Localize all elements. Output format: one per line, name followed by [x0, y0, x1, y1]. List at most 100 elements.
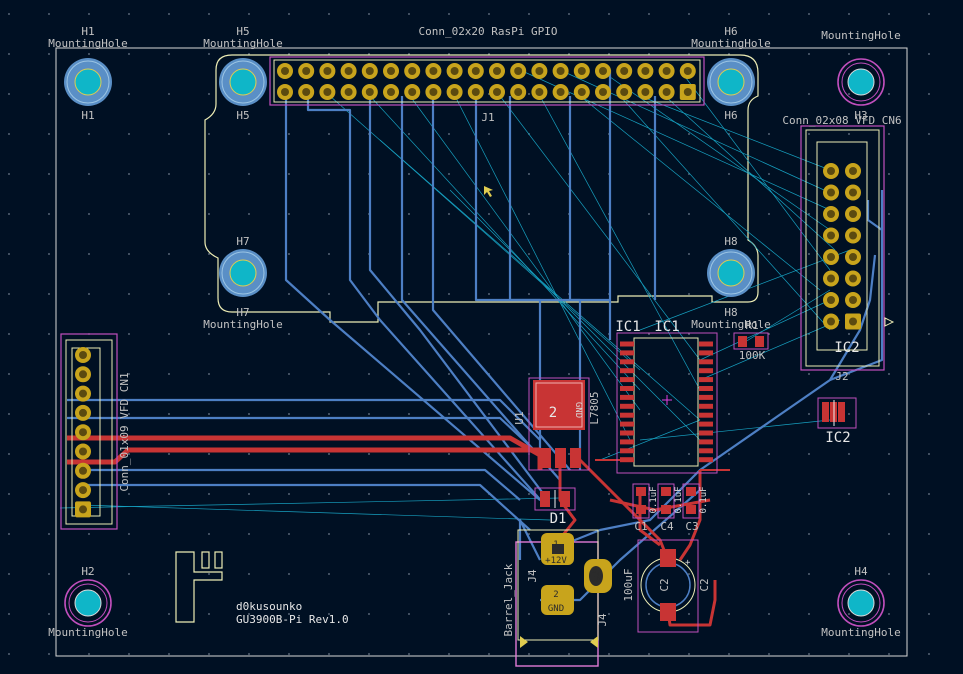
j2-pin — [823, 249, 839, 265]
j1-pin — [340, 84, 357, 100]
u1-pad-net: GND — [573, 402, 583, 418]
credit-title: GU3900B-Pi Rev1.0 — [236, 613, 349, 626]
mounting-hole-h7[interactable] — [218, 248, 268, 298]
capacitor-c2[interactable]: + — [637, 539, 699, 633]
ic1-pin — [620, 448, 634, 454]
j4-pad2-number: 2 — [553, 590, 558, 600]
j1-pin — [361, 63, 378, 79]
j1-pin — [658, 84, 675, 100]
h3-value-label: MountingHole — [821, 29, 900, 42]
capacitor-c3[interactable] — [682, 483, 700, 519]
mounting-hole-h5[interactable] — [218, 57, 268, 107]
connector-j3[interactable] — [60, 333, 118, 530]
j2-pin — [823, 184, 839, 201]
c2-ref-inner: C2 — [658, 578, 671, 591]
j3-pin — [75, 404, 91, 421]
ic1-pin — [699, 350, 713, 356]
regulator-u1[interactable]: 2 GND — [528, 377, 590, 471]
j2-pin — [823, 292, 839, 308]
ic1-pin — [699, 430, 713, 436]
j1-pin — [658, 63, 675, 79]
capacitor-c4[interactable] — [657, 483, 675, 519]
j1-pin — [277, 63, 293, 79]
j1-pin — [573, 63, 590, 79]
j2-pin — [823, 206, 839, 222]
j4-pad1-number: 1 — [553, 540, 558, 550]
j4-value-label: Barrel_Jack — [502, 563, 515, 636]
j2-pin — [845, 163, 861, 179]
ic1-pin — [699, 341, 713, 347]
r1-value-label: 100K — [739, 349, 766, 362]
ic1-pin — [699, 412, 713, 418]
ic2-ref-label: IC2 — [825, 430, 850, 446]
j3-pin — [75, 385, 91, 402]
j3-pin — [75, 443, 91, 460]
mounting-hole-h8[interactable] — [706, 248, 756, 298]
j2-pin — [845, 184, 861, 201]
j1-pin — [467, 84, 484, 100]
j1-pin — [425, 63, 442, 79]
j1-pin — [319, 84, 336, 100]
connector-j2[interactable] — [800, 125, 895, 371]
h1-value-label: MountingHole — [48, 37, 127, 50]
j1-pin — [298, 63, 315, 79]
j2-pin — [823, 270, 839, 287]
c4-ref-label: C4 — [660, 520, 674, 533]
j3-pin — [75, 482, 91, 499]
h8-ref-bottom: H8 — [724, 306, 737, 319]
ic1-pin — [620, 386, 634, 391]
j1-value-label: Conn_02x20 RasPi GPIO — [418, 25, 557, 38]
u1-ref-label: U1 — [513, 411, 526, 424]
mounting-hole-h1[interactable] — [63, 57, 113, 107]
j1-pin — [383, 63, 399, 79]
r1-ref-label: R1 — [745, 319, 758, 332]
j2-value-label: Conn_02x08 VFD CN6 — [782, 114, 901, 127]
d1-ref-label: D1 — [550, 511, 567, 527]
j1-pin — [277, 84, 293, 100]
capacitor-c1[interactable] — [632, 483, 650, 519]
j1-pin — [510, 63, 527, 79]
j1-pin — [510, 84, 527, 100]
j1-pin — [298, 84, 315, 100]
ic1-pin — [620, 368, 634, 374]
ic1-pin — [620, 412, 634, 418]
j2-pin — [823, 163, 839, 179]
resistor-r1[interactable] — [733, 332, 769, 350]
j1-pin — [679, 84, 696, 100]
ic1-ref-label: IC1 — [615, 319, 640, 335]
anchor-marker — [484, 186, 493, 197]
h7-value-label: MountingHole — [203, 318, 282, 331]
ic1-pin — [620, 430, 634, 436]
ic2-ref-on-j2: IC2 — [834, 340, 859, 356]
j1-pin — [595, 84, 611, 100]
u1-value-label: L7805 — [588, 391, 601, 424]
h8-value-label: MountingHole — [691, 318, 770, 331]
j1-pin — [679, 63, 696, 79]
ic2-footprint[interactable] — [817, 397, 857, 429]
ic1-pin — [620, 421, 634, 427]
j2-pin — [823, 227, 839, 244]
ic1-pin — [699, 439, 713, 445]
mounting-hole-h6[interactable] — [706, 57, 756, 107]
board-outline — [55, 47, 908, 657]
j2-pin — [845, 227, 861, 244]
ic1-footprint[interactable] — [616, 332, 718, 474]
j1-pin — [425, 84, 442, 100]
j1-pin — [616, 63, 633, 79]
j3-pin — [75, 462, 91, 479]
raspi-outline — [204, 54, 759, 323]
h4-ref-label: H4 — [854, 565, 868, 578]
j1-pin — [361, 84, 378, 100]
j1-pin — [319, 63, 336, 79]
diode-d1[interactable] — [534, 487, 576, 511]
h6-ref-label: H6 — [724, 25, 737, 38]
credit-author: d0kusounko — [236, 600, 302, 613]
connector-j1[interactable] — [269, 56, 705, 106]
j2-pin — [845, 270, 861, 287]
j2-pin — [823, 313, 839, 330]
ic1-pin — [699, 359, 713, 365]
c1-value-label: 0.1uF — [649, 486, 659, 513]
ic1-pin — [620, 394, 634, 400]
j1-pin — [467, 63, 484, 79]
barrel-jack-j4[interactable]: 1 +12V 2 GND 3 — [515, 529, 612, 667]
